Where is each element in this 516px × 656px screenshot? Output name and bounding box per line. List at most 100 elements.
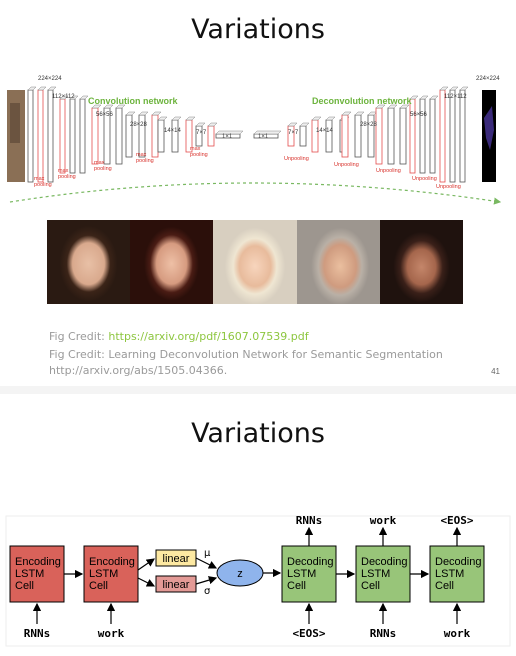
page-number: 41 <box>491 367 500 376</box>
generated-faces <box>47 220 464 304</box>
credit-link[interactable]: https://arxiv.org/pdf/1607.07539.pdf <box>108 330 309 343</box>
feature-map-layer <box>47 89 54 183</box>
lstm-cell <box>429 545 485 603</box>
unpooling-label: Unpooling <box>412 176 437 182</box>
feature-map-layer <box>311 119 319 153</box>
unpooling-label: Unpooling <box>376 168 401 174</box>
feature-map-layer-top <box>47 86 57 91</box>
feature-map-layer-top <box>409 95 419 100</box>
feature-map-layer <box>157 119 165 153</box>
linear-mu-label: linear <box>163 553 190 565</box>
feature-map-layer <box>69 98 76 174</box>
lstm-cell-label: LSTM <box>435 568 464 580</box>
feature-map-layer-top <box>151 111 162 116</box>
pooling-label: pooling <box>58 174 76 180</box>
feature-map-layer <box>419 98 426 174</box>
layer-size-label: 112×112 <box>52 94 75 100</box>
lstm-cell-label: Cell <box>287 580 306 592</box>
credit-prefix: Fig Credit: <box>49 330 109 343</box>
feature-map-layer-top <box>419 95 429 100</box>
feature-map-layer-top <box>27 86 37 91</box>
feature-map-layer <box>399 107 407 165</box>
feature-map-layer-top <box>429 95 439 100</box>
feature-map-layer <box>79 98 86 174</box>
feature-map-layer-top <box>115 104 126 109</box>
feature-map-layer-top <box>157 116 168 121</box>
feature-map-layer <box>195 125 203 147</box>
feature-map-layer <box>27 89 34 183</box>
deconvolution-network-diagram: Convolution network Deconvolution networ… <box>7 76 502 205</box>
lstm-cell <box>355 545 411 603</box>
layer-size-label: 28×28 <box>130 122 148 128</box>
face-image <box>213 220 297 304</box>
feature-map-layer-top <box>185 116 196 121</box>
credit-line-2: Fig Credit: Learning Deconvolution Netwo… <box>49 348 443 361</box>
feature-map-layer <box>207 125 215 147</box>
sigma-symbol: σ <box>204 586 211 597</box>
feature-map-layer <box>37 89 44 183</box>
layer-size-label: 56×56 <box>96 112 114 118</box>
lstm-cell-label: LSTM <box>287 568 316 580</box>
feature-map-layer-top <box>354 111 365 116</box>
feature-map-layer <box>115 107 123 165</box>
feature-map-layer <box>59 98 66 174</box>
lstm-cell-label: Encoding <box>15 556 61 568</box>
feature-map-layer <box>287 125 295 147</box>
feature-map-layer <box>375 107 383 165</box>
pooling-label: pooling <box>190 152 208 158</box>
feature-map-layer <box>171 119 179 153</box>
feature-map-layer-top <box>59 95 69 100</box>
lstm-cell-label: Cell <box>89 580 108 592</box>
feature-map-layer-top <box>37 86 47 91</box>
slide-title: Variations <box>191 14 325 45</box>
feature-map-layer-top <box>207 122 218 127</box>
input-word: RNNs <box>370 627 397 640</box>
feature-map-layer <box>325 119 333 153</box>
feature-map-layer-top <box>253 130 282 135</box>
latent-z-label: z <box>237 568 243 580</box>
arrow <box>137 558 155 571</box>
feature-map-layer-top <box>439 86 449 91</box>
feature-map-layer-top <box>215 130 244 135</box>
lstm-cell <box>83 545 139 603</box>
feature-map-layer-top <box>103 104 114 109</box>
lstm-cell-label: LSTM <box>89 568 118 580</box>
lstm-cell-label: Encoding <box>89 556 135 568</box>
face-image <box>379 220 464 304</box>
lstm-cell-label: Cell <box>435 580 454 592</box>
feature-map-layer-top <box>91 104 102 109</box>
feature-map-layer <box>299 125 307 147</box>
arrow <box>137 577 156 587</box>
face-image <box>130 220 214 304</box>
layer-size-label: 224×224 <box>38 76 62 82</box>
deconv-network-label: Deconvolution network <box>312 96 413 106</box>
input-word: RNNs <box>24 627 51 640</box>
feature-map-layer-top <box>79 95 89 100</box>
feature-map-layer-top <box>459 86 469 91</box>
mu-symbol: μ <box>204 548 211 559</box>
feature-map-layer-top <box>171 116 182 121</box>
arrow <box>195 557 218 569</box>
feature-map-layer <box>409 98 416 174</box>
layer-size-label: 7×7 <box>288 130 299 136</box>
feature-map-layer <box>341 114 349 158</box>
input-word: <EOS> <box>292 627 325 640</box>
credit-line-1: Fig Credit: https://arxiv.org/pdf/1607.0… <box>49 330 309 343</box>
feature-map-layer-top <box>449 86 459 91</box>
layer-size-label: 28×28 <box>360 122 378 128</box>
layer-size-label: 112×112 <box>444 94 467 100</box>
face-image <box>47 220 131 304</box>
feature-map-layer-top <box>138 111 149 116</box>
lstm-cell-label: LSTM <box>361 568 390 580</box>
conv-network-label: Convolution network <box>88 96 178 106</box>
unpooling-label: Unpooling <box>436 184 461 190</box>
pooling-label: max <box>34 176 45 182</box>
lstm-cell <box>9 545 65 603</box>
feature-map-layer <box>387 107 395 165</box>
feature-map-layer-top <box>69 95 79 100</box>
input-word: work <box>98 627 125 640</box>
unpooling-label: Unpooling <box>284 156 309 162</box>
pooling-label: max <box>94 160 105 166</box>
lstm-cell-label: Decoding <box>287 556 333 568</box>
